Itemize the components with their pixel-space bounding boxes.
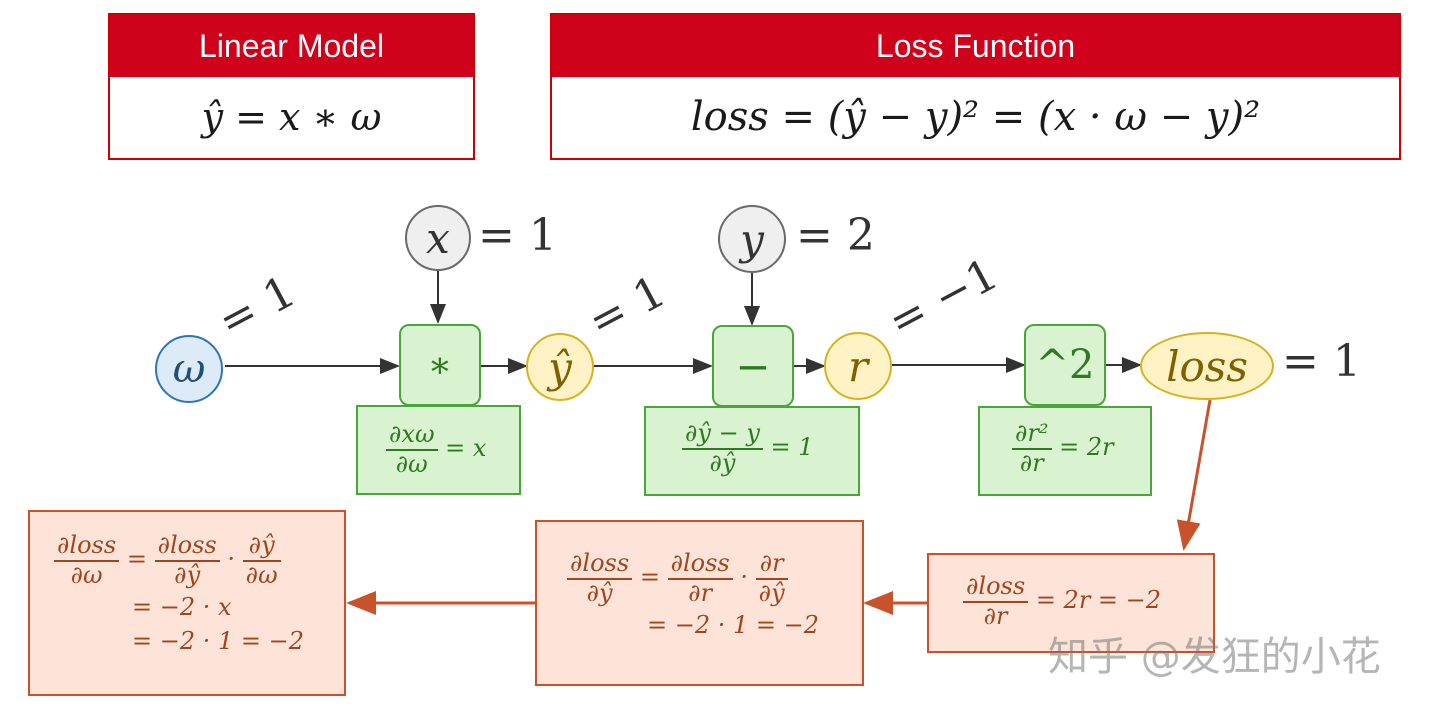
square-op-node: ^2 [1024, 324, 1106, 406]
backprop-step1-box: ∂loss ∂r = 2r = −2 [927, 553, 1215, 653]
multiply-grad-den: ∂ω [395, 449, 428, 478]
subtract-grad-fraction: ∂ŷ − y ∂ŷ [682, 419, 763, 477]
backprop-step2-eq: = [639, 563, 660, 592]
subtract-grad-den: ∂ŷ [709, 448, 736, 477]
backprop-step2-b-num: ∂r [755, 549, 788, 580]
square-grad-fraction: ∂r² ∂r [1012, 419, 1052, 477]
backprop-step2-a-num: ∂loss [667, 549, 733, 580]
backprop-step3-lhs-num: ∂loss [54, 531, 120, 562]
backprop-step3-b-num: ∂ŷ [242, 531, 281, 562]
square-grad-num: ∂r² [1012, 419, 1052, 450]
backprop-step2-a: ∂loss ∂r [667, 549, 733, 607]
loss-symbol: loss [1166, 341, 1248, 391]
input-x-node: x [405, 205, 471, 271]
backprop-step3-lhs-den: ∂ω [70, 560, 103, 589]
multiply-local-gradient: ∂xω ∂ω = x [356, 405, 521, 495]
backprop-step3-line2: = −2 · x [132, 593, 232, 622]
backprop-step3-line1: ∂loss ∂ω = ∂loss ∂ŷ · ∂ŷ ∂ω [54, 531, 344, 589]
backprop-step1-den: ∂r [983, 601, 1008, 630]
input-x-symbol: x [426, 213, 450, 263]
r-node: r [824, 332, 892, 400]
backprop-step3-box: ∂loss ∂ω = ∂loss ∂ŷ · ∂ŷ ∂ω = −2 · x = −… [28, 510, 346, 696]
backprop-step3-dot: · [227, 545, 236, 574]
watermark-text: 知乎 @发狂的小花 [1048, 634, 1381, 680]
backprop-step3-b: ∂ŷ ∂ω [242, 531, 281, 589]
backprop-step2-b-den: ∂ŷ [758, 578, 785, 607]
backprop-step3-lhs: ∂loss ∂ω [54, 531, 120, 589]
subtract-grad-result: = 1 [770, 433, 814, 462]
backprop-step1-fraction: ∂loss ∂r [963, 572, 1029, 630]
input-y-node: y [718, 205, 786, 273]
multiply-grad-result: = x [445, 434, 487, 463]
backprop-step3-a-den: ∂ŷ [174, 560, 201, 589]
subtract-op-node: − [712, 325, 794, 407]
backprop-step2-box: ∂loss ∂ŷ = ∂loss ∂r · ∂r ∂ŷ = −2 · 1 = −… [535, 520, 864, 686]
loss-value: = 1 [1282, 336, 1361, 387]
square-local-gradient: ∂r² ∂r = 2r [978, 406, 1152, 496]
multiply-op-node: ∗ [399, 324, 481, 406]
backprop-step3-line3: = −2 · 1 = −2 [132, 627, 305, 656]
backprop-step1-num: ∂loss [963, 572, 1029, 603]
r-symbol: r [847, 341, 869, 391]
subtract-grad-num: ∂ŷ − y [682, 419, 763, 450]
backprop-step1-result: = 2r = −2 [1035, 586, 1162, 615]
multiply-op-symbol: ∗ [427, 344, 453, 386]
backprop-step2-line2: = −2 · 1 = −2 [647, 611, 820, 640]
y-hat-node: ŷ [526, 333, 594, 401]
backprop-step2-lhs-den: ∂ŷ [586, 578, 613, 607]
backprop-step2-dot: · [740, 563, 749, 592]
subtract-local-gradient: ∂ŷ − y ∂ŷ = 1 [644, 406, 860, 496]
input-y-value: = 2 [796, 210, 875, 261]
omega-symbol: ω [172, 346, 206, 392]
multiply-grad-num: ∂xω [386, 420, 438, 451]
backprop-step3-a: ∂loss ∂ŷ [154, 531, 220, 589]
backprop-step3-b-den: ∂ω [245, 560, 278, 589]
backprop-step2-line1: ∂loss ∂ŷ = ∂loss ∂r · ∂r ∂ŷ [567, 549, 862, 607]
loss-function-formula: loss = (ŷ − y)² = (x · ω − y)² [690, 94, 1261, 140]
backprop-step2-b: ∂r ∂ŷ [755, 549, 788, 607]
backprop-step2-lhs-num: ∂loss [567, 549, 633, 580]
input-y-symbol: y [740, 214, 764, 264]
square-grad-den: ∂r [1019, 448, 1044, 477]
subtract-op-symbol: − [735, 341, 771, 391]
backprop-step2-lhs: ∂loss ∂ŷ [567, 549, 633, 607]
edge-loss-backprop [1176, 399, 1212, 551]
linear-model-box: Linear Model ŷ = x ∗ ω [108, 13, 475, 160]
loss-node: loss [1140, 332, 1274, 400]
input-x-value: = 1 [478, 210, 557, 261]
square-op-symbol: ^2 [1035, 342, 1095, 388]
omega-node: ω [155, 335, 223, 403]
backprop-step2-a-den: ∂r [688, 578, 713, 607]
multiply-grad-fraction: ∂xω ∂ω [386, 420, 438, 478]
loss-function-title: Loss Function [552, 15, 1399, 77]
linear-model-formula: ŷ = x ∗ ω [201, 95, 382, 139]
backprop-step3-a-num: ∂loss [154, 531, 220, 562]
linear-model-title: Linear Model [110, 15, 473, 77]
backprop-step3-eq: = [126, 545, 147, 574]
square-grad-result: = 2r [1059, 433, 1114, 462]
loss-function-box: Loss Function loss = (ŷ − y)² = (x · ω −… [550, 13, 1401, 160]
y-hat-symbol: ŷ [548, 342, 572, 392]
